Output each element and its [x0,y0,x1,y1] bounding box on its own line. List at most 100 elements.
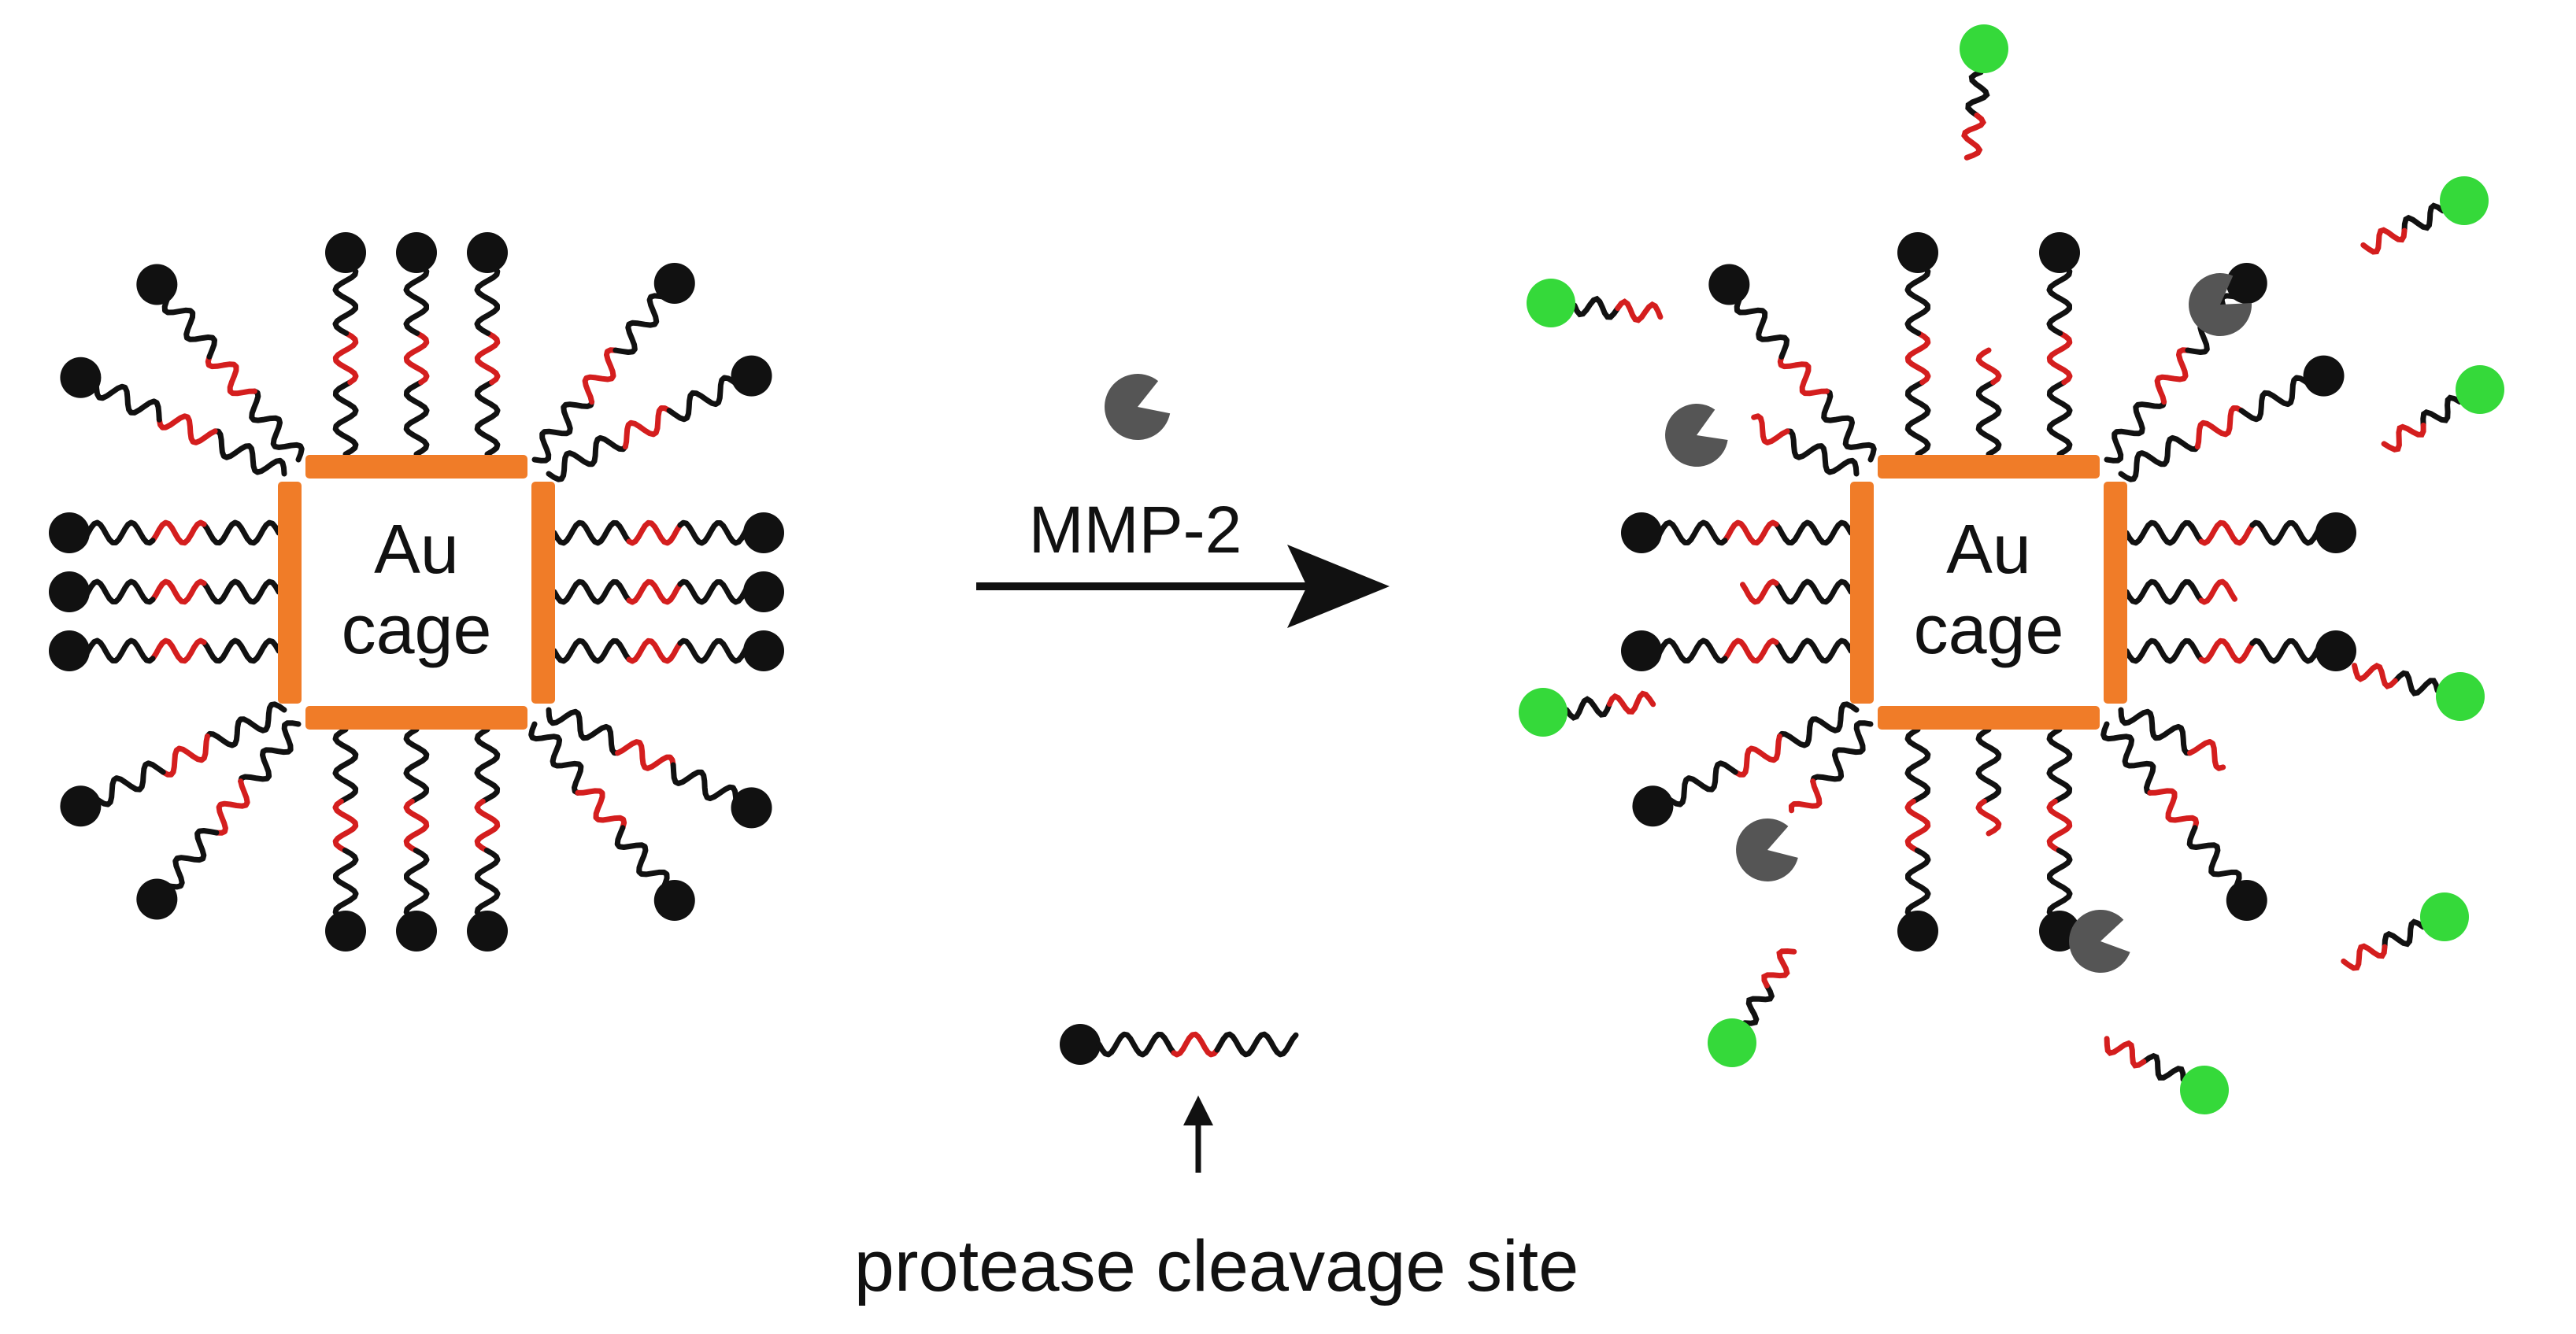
enzyme-label: MMP-2 [1029,493,1242,567]
left-cage-edge-top [305,455,527,479]
right-cage-label-line2: cage [1914,590,2064,668]
right-cage-edge-top [1878,455,2100,479]
left-ligand [136,720,302,920]
legend-pointer-arrow-head [1183,1096,1213,1125]
released-fragment [2360,176,2489,255]
right-ligand [1975,347,2002,457]
legend: protease cleavage site [854,1024,1579,1306]
left-ligand [325,232,366,457]
right-ligand [1632,701,1860,827]
left-ligand-ball [731,787,772,829]
left-ligand-ball [136,878,178,920]
protease-icon [1736,818,1798,881]
fluorophore-ball [2180,1066,2229,1114]
released-fragment [2352,663,2485,721]
right-ligand [2118,355,2345,482]
right-ligand [1751,413,1860,477]
left-ligand-ball [467,911,508,952]
released-fragments [1519,24,2504,1114]
right-ligand-ball [1621,630,1662,671]
left-ligand-ball [49,571,90,612]
fluorophore-ball [2436,672,2485,721]
right-ligand-ball [2315,512,2356,553]
left-ligand-ball [743,512,784,553]
released-fragment [2341,892,2469,971]
cleavage-site-caption: protease cleavage site [854,1226,1579,1306]
protease-icon [2189,273,2252,337]
right-ligand-ball [1897,911,1938,952]
right-ligand [1788,720,1874,814]
left-cage-edge-right [531,482,555,704]
left-ligand [551,512,784,553]
protease-icon [1105,374,1171,441]
right-ligand [2123,630,2356,671]
right-ligand-ball [2226,880,2267,922]
left-ligand [531,262,695,464]
right-ligand [1621,630,1854,671]
left-ligand-ball [49,512,90,553]
protease-icon [2069,909,2130,973]
left-ligand-ball [743,571,784,612]
left-ligand [60,701,287,827]
right-ligand [2123,578,2237,605]
left-ligand-ball [653,880,695,922]
released-fragment [1527,279,1664,327]
right-cage-label-line1: Au [1946,510,2031,588]
left-ligand-ball [653,262,695,304]
fluorophore-ball [2440,176,2489,225]
left-ligand-ball [60,357,102,398]
right-ligand-ball [2039,232,2080,273]
right-ligand-ball [2303,355,2345,397]
right-ligand-ball [2315,630,2356,671]
right-ligand [1897,726,1938,952]
left-ligand [528,721,695,922]
right-ligand [2039,726,2080,952]
left-ligand [136,264,305,463]
left-cage-edge-left [278,482,302,704]
left-ligand [467,232,508,457]
reaction-arrow-head [1287,545,1390,628]
right-ligand [1897,232,1938,457]
right-cage-edge-right [2104,482,2127,704]
fluorophore-ball [2420,892,2469,941]
right-ligand [1740,578,1854,605]
left-nanoparticle: Au cage [49,232,784,952]
left-ligand [546,355,772,482]
right-ligand [2123,512,2356,553]
left-ligand [396,726,437,952]
protease-enzymes [1665,273,2252,973]
released-fragment [1519,688,1656,737]
fluorophore-ball [1519,688,1567,737]
left-ligand-ball [49,630,90,671]
right-ligand-ball [1632,785,1674,827]
right-ligand-ball [1897,232,1938,273]
right-cage-edge-left [1850,482,1874,704]
left-au-cage [278,455,555,730]
left-cage-edge-bottom [305,706,527,730]
fluorophore-ball [1960,24,2008,73]
right-ligand-ball [1708,264,1750,305]
left-ligand-ball [467,232,508,273]
left-ligand [49,512,282,553]
left-ligand-ball [396,911,437,952]
left-ligand-ball [325,911,366,952]
released-fragment [1960,24,2008,161]
left-ligand-ball [731,355,772,397]
left-ligand [396,232,437,457]
right-ligand [2100,721,2267,922]
left-ligand [325,726,366,952]
right-ligand-shell [1621,232,2356,952]
left-cage-label-line2: cage [342,590,492,668]
right-ligand [1708,264,1877,463]
protease-icon [1665,404,1728,467]
left-ligand-ball [325,232,366,273]
right-ligand-ball [1621,512,1662,553]
left-ligand [551,630,784,671]
left-ligand-ball [743,630,784,671]
legend-ligand-ball [1060,1024,1101,1065]
left-ligand-ball [396,232,437,273]
left-ligand [49,571,282,612]
left-ligand [546,707,772,829]
left-ligand-ball [60,785,102,827]
